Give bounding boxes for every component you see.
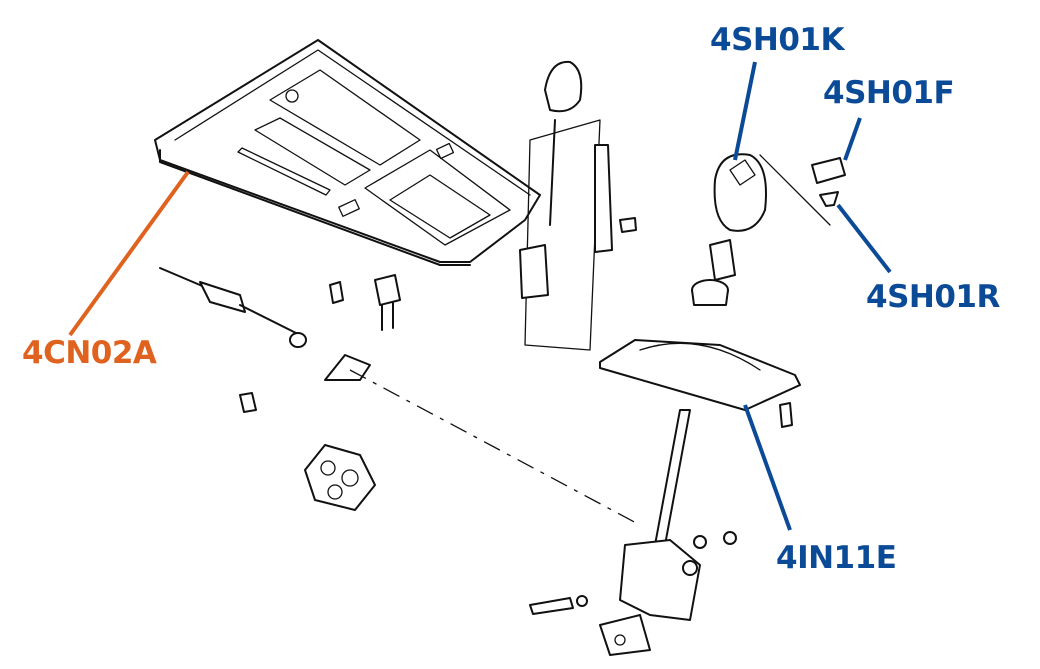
callout-4CN02A: 4CN02A xyxy=(22,335,157,371)
selector-rod xyxy=(519,60,637,351)
callout-4IN11E: 4IN11E xyxy=(776,540,897,576)
shift-knob-art xyxy=(691,153,846,306)
shift-cable xyxy=(159,267,371,381)
callout-4SH01K: 4SH01K xyxy=(710,22,845,58)
callout-4SH01F: 4SH01F xyxy=(823,75,955,111)
console-fasteners xyxy=(239,274,401,413)
shift-bracket xyxy=(304,444,376,511)
leader-4IN11E xyxy=(743,404,792,531)
leader-4SH01K xyxy=(733,61,757,161)
leader-4CN02A xyxy=(68,170,190,337)
leader-4SH01F xyxy=(843,117,862,161)
alignment-line xyxy=(349,369,641,526)
callout-4SH01R: 4SH01R xyxy=(866,279,1000,315)
leader-4SH01R xyxy=(836,203,892,274)
shift-boot-art xyxy=(599,339,801,428)
shift-lever-base xyxy=(529,409,737,656)
console-panel xyxy=(154,39,541,266)
